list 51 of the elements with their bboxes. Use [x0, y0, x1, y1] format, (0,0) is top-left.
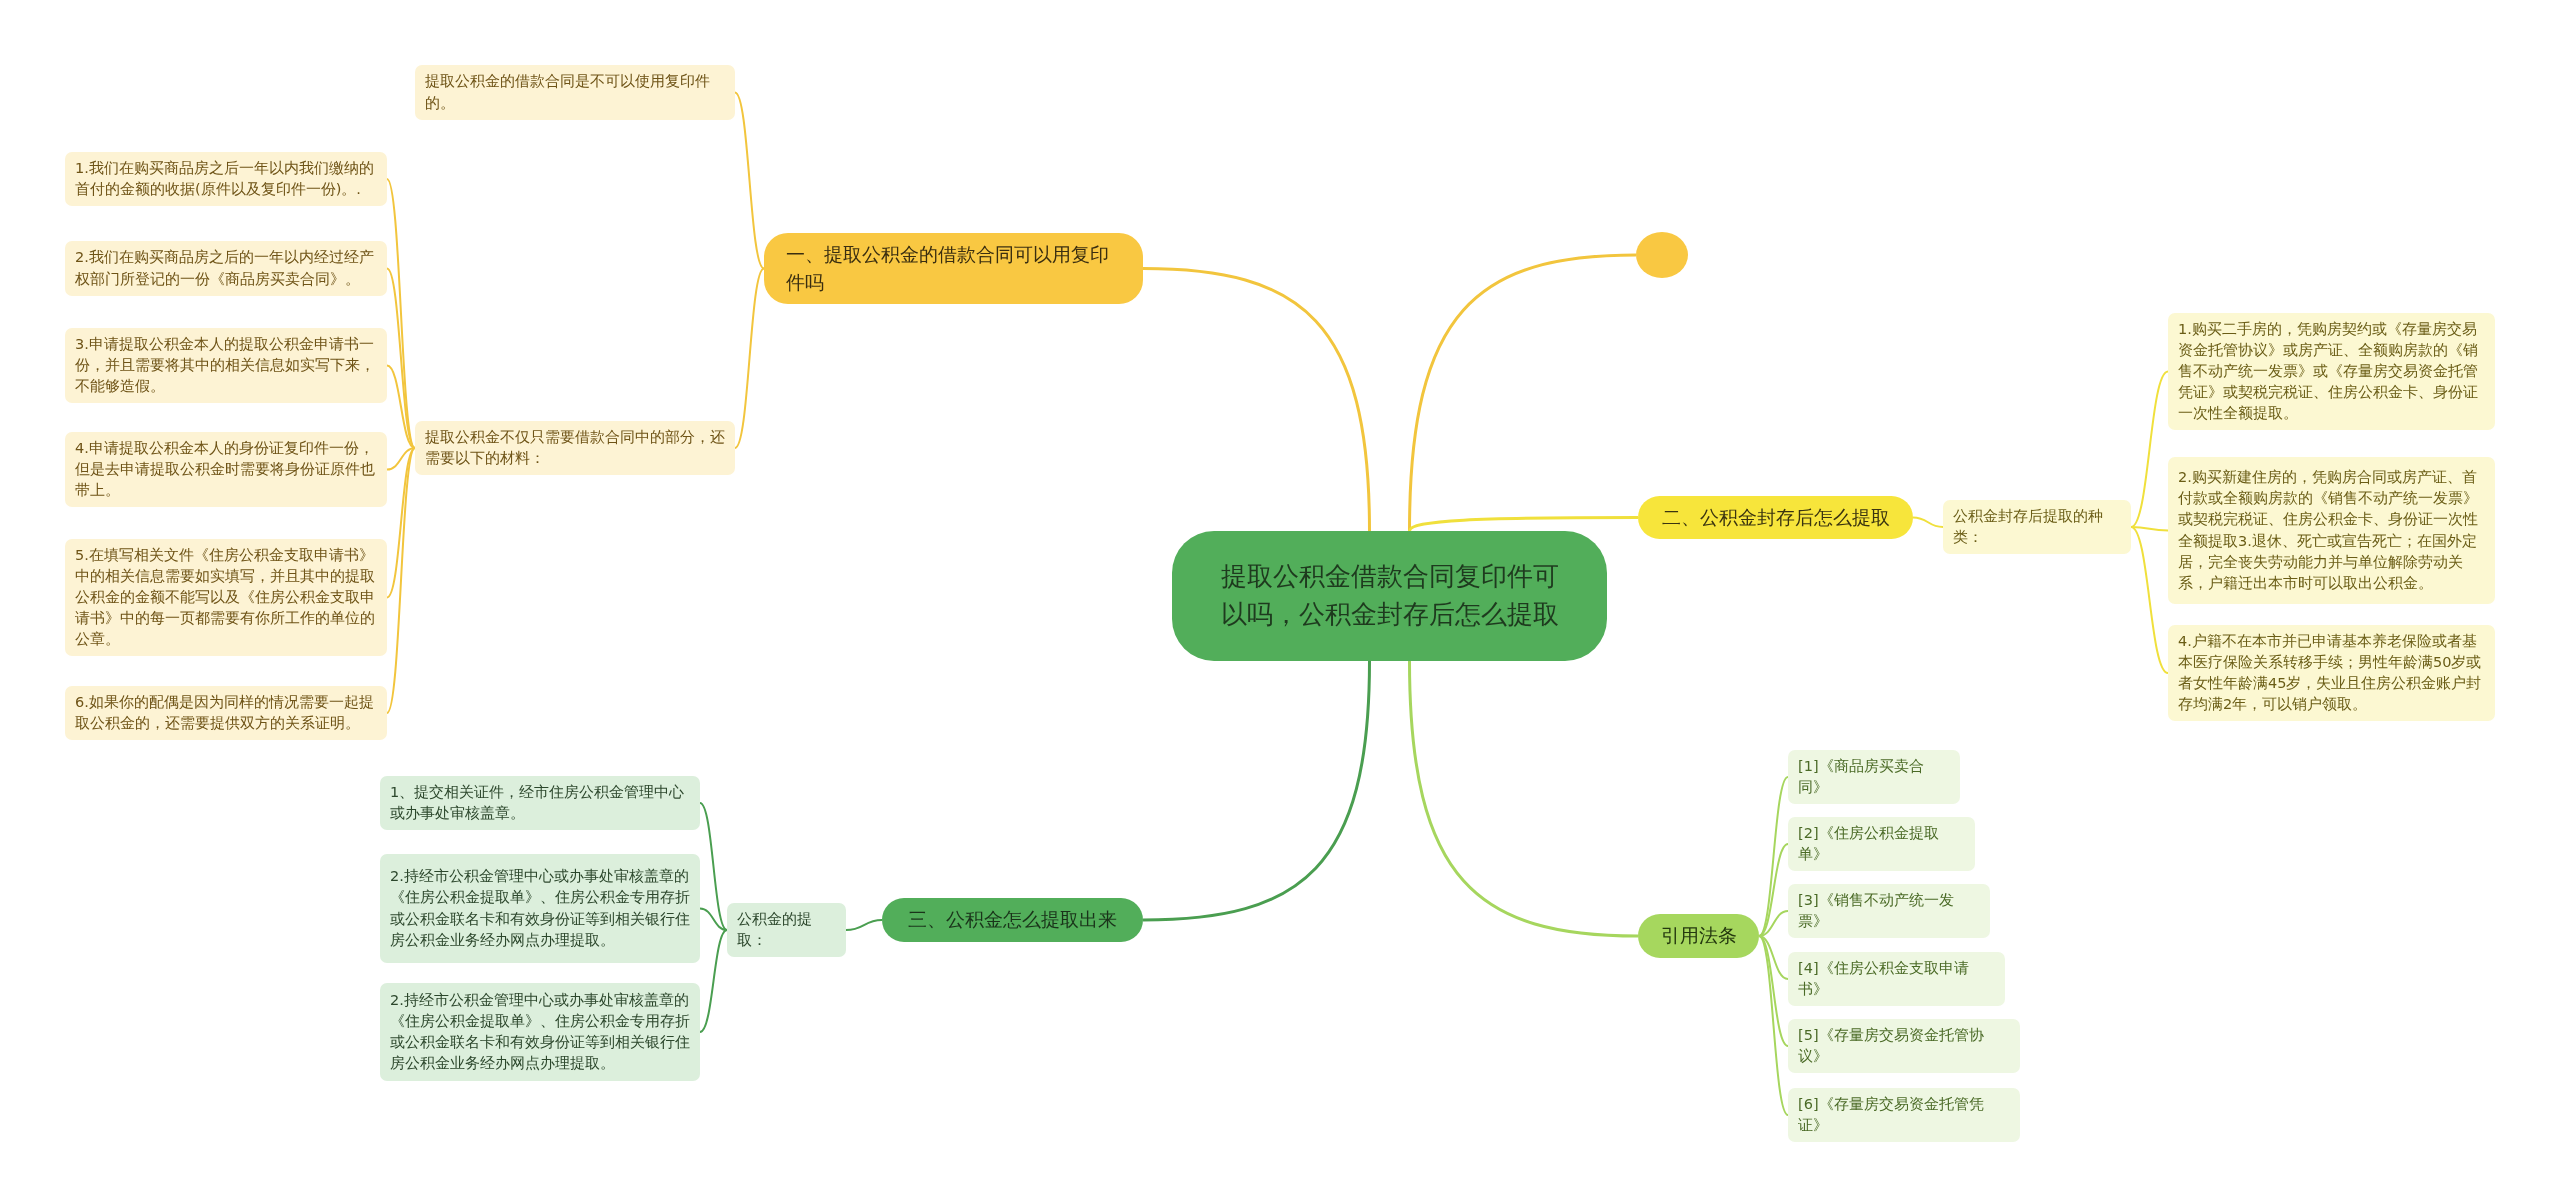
note-box: 2.购买新建住房的，凭购房合同或房产证、首付款或全额购房款的《销售不动产统一发票》或契税完税证、住房公积金卡、身份证一次性全额提取3.退休、死亡或宣告死亡；在国外定居，完全丧失劳动能力并与单位解除劳动关系，户籍迁出本市时可以取出公积金。	[2168, 457, 2495, 604]
connector-line	[386, 267, 416, 449]
branch-topic: 三、公积金怎么提取出来	[882, 898, 1143, 942]
connector-line	[386, 447, 416, 714]
connector-line	[734, 267, 765, 449]
connector-line	[1758, 843, 1789, 937]
connector-line	[2130, 370, 2169, 528]
connector-line	[386, 364, 416, 449]
note-box: 1、提交相关证件，经市住房公积金管理中心或办事处审核盖章。	[380, 776, 700, 831]
note-box: 5.在填写相关文件《住房公积金支取申请书》中的相关信息需要如实填写，并且其中的提取公积金的金额不能写以及《住房公积金支取申请书》中的每一页都需要有你所工作的单位的公章。	[65, 539, 387, 657]
note-box: 4.申请提取公积金本人的身份证复印件一份，但是去申请提取公积金时需要将身份证原件也带上。	[65, 432, 387, 508]
branch-topic: 引用法条	[1638, 914, 1759, 958]
connector-line	[2130, 526, 2169, 532]
branch-topic: 一、提取公积金的借款合同可以用复印件吗	[764, 233, 1143, 304]
note-box: 6.如果你的配偶是因为同样的情况需要一起提取公积金的，还需要提供双方的关系证明。	[65, 686, 387, 741]
note-box: 3.申请提取公积金本人的提取公积金申请书一份，并且需要将其中的相关信息如实写下来，不能够造假。	[65, 328, 387, 404]
connector-line	[699, 907, 728, 931]
branch-topic: 二、公积金封存后怎么提取	[1638, 496, 1913, 539]
central-topic: 提取公积金借款合同复印件可以吗，公积金封存后怎么提取	[1172, 531, 1607, 661]
connector-line	[1912, 516, 1944, 528]
note-box: 公积金封存后提取的种类：	[1943, 500, 2131, 555]
note-box: 提取公积金不仅只需要借款合同中的部分，还需要以下的材料：	[415, 421, 735, 476]
reference-box: [5]《存量房交易资金托管协议》	[1788, 1019, 2020, 1074]
connector-line	[386, 447, 416, 599]
note-box: 1.购买二手房的，凭购房契约或《存量房交易资金托管协议》或房产证、全额购房款的《销售不动产统一发票》或《存量房交易资金托管凭证》或契税完税证、住房公积金卡、身份证一次性全额提取。	[2168, 313, 2495, 431]
connector-line	[734, 91, 765, 270]
topic-circle	[1636, 232, 1688, 278]
connector-line	[845, 919, 883, 931]
reference-box: [6]《存量房交易资金托管凭证》	[1788, 1088, 2020, 1143]
connector-line	[1142, 660, 1371, 922]
connector-line	[699, 929, 728, 1033]
connector-line	[1142, 267, 1371, 532]
note-box: 4.户籍不在本市并已申请基本养老保险或者基本医疗保险关系转移手续；男性年龄满50岁或者女性年龄满45岁，失业且住房公积金账户封存均满2年，可以销户领取。	[2168, 625, 2495, 722]
reference-box: [1]《商品房买卖合同》	[1788, 750, 1960, 805]
connector-line	[699, 802, 728, 931]
note-box: 2.持经市公积金管理中心或办事处审核盖章的《住房公积金提取单》、住房公积金专用存折或公积金联名卡和有效身份证等到相关银行住房公积金业务经办网点办理提取。	[380, 854, 700, 963]
reference-box: [4]《住房公积金支取申请书》	[1788, 952, 2005, 1007]
note-box: 2.持经市公积金管理中心或办事处审核盖章的《住房公积金提取单》、住房公积金专用存折或公积金联名卡和有效身份证等到相关银行住房公积金业务经办网点办理提取。	[380, 983, 700, 1081]
note-box: 1.我们在购买商品房之后一年以内我们缴纳的首付的金额的收据(原件以及复印件一份)。.	[65, 152, 387, 207]
reference-box: [2]《住房公积金提取单》	[1788, 817, 1975, 872]
connector-line	[1758, 935, 1789, 1116]
connector-line	[386, 447, 416, 471]
connector-line	[386, 178, 416, 449]
connector-line	[1408, 253, 1637, 532]
connector-line	[1408, 516, 1638, 532]
connector-line	[2130, 526, 2169, 675]
note-box: 2.我们在购买商品房之后的一年以内经过经产权部门所登记的一份《商品房买卖合同》。	[65, 241, 387, 296]
note-box: 提取公积金的借款合同是不可以使用复印件的。	[415, 65, 735, 120]
note-box: 公积金的提取：	[727, 903, 846, 958]
reference-box: [3]《销售不动产统一发票》	[1788, 884, 1990, 939]
connector-line	[1408, 660, 1639, 938]
